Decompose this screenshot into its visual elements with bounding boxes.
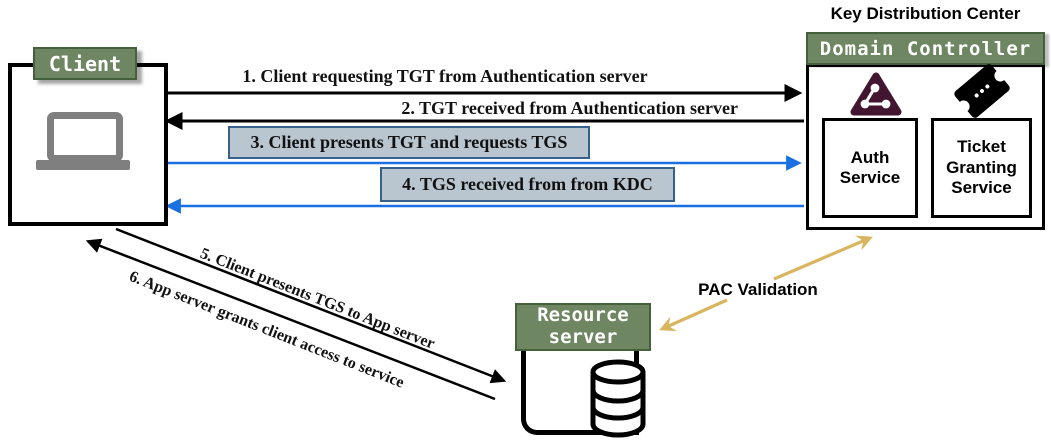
resource-server-label: Resource server (515, 303, 651, 351)
step3-label-box: 3. Client presents TGT and requests TGS (228, 126, 590, 159)
auth-service-label: Auth Service (839, 147, 901, 187)
step4-label-box: 4. TGS received from from KDC (380, 167, 675, 202)
domain-controller-header: Domain Controller (806, 32, 1045, 65)
step3-label: 3. Client presents TGT and requests TGS (250, 132, 568, 152)
step4-label: 4. TGS received from from KDC (402, 174, 653, 194)
ticket-granting-service-label: Ticket Granting Service (946, 137, 1017, 198)
pac-validation-label: PAC Validation (698, 280, 818, 299)
database-icon (590, 359, 646, 438)
ticket-granting-service-box: Ticket Granting Service (931, 118, 1032, 218)
laptop-icon (47, 112, 123, 162)
laptop-icon-base (36, 160, 130, 170)
auth-service-box: Auth Service (822, 118, 918, 218)
arrow-step5-diagonal (115, 227, 507, 384)
step2-label: 2. TGT received from Authentication serv… (401, 98, 738, 118)
ticket-icon (954, 64, 1010, 118)
kdc-title: Key Distribution Center (830, 4, 1021, 23)
arrow-pac-to-resource (659, 298, 728, 332)
arrow-step6-diagonal (85, 238, 496, 401)
arrow-pac-to-kdc (773, 235, 873, 281)
step1-label: 1. Client requesting TGT from Authentica… (242, 66, 648, 86)
client-label: Client (33, 47, 137, 80)
network-triangle-icon (850, 72, 902, 116)
